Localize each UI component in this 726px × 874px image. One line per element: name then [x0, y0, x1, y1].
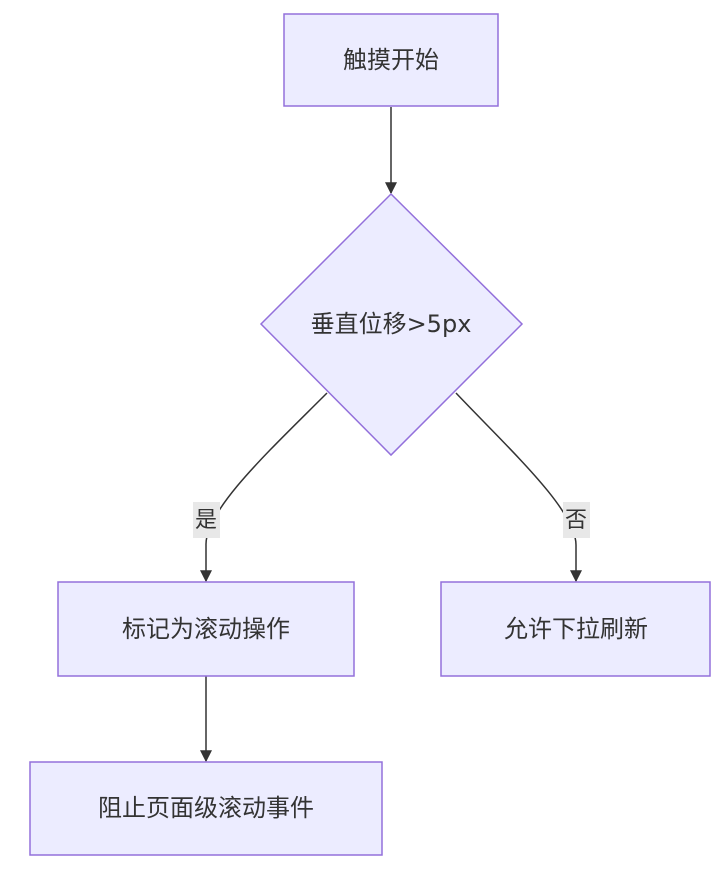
node-touch-start: 触摸开始 — [283, 13, 499, 107]
edge-label-yes-text: 是 — [195, 508, 217, 533]
node-mark-scroll: 标记为滚动操作 — [57, 581, 355, 677]
node-allow-refresh-box — [440, 581, 711, 677]
edge-decision-to-mark-scroll — [200, 392, 328, 583]
edge-decision-to-allow-refresh — [455, 392, 582, 583]
edge-label-yes: 是 — [193, 502, 220, 538]
node-vertical-check: 垂直位移>5px — [259, 192, 524, 457]
edge-label-yes-bg — [193, 502, 220, 538]
edge-label-no-text: 否 — [565, 508, 587, 533]
node-block-scroll: 阻止页面级滚动事件 — [29, 761, 383, 856]
node-vertical-check-diamond — [259, 192, 524, 457]
node-allow-refresh-label: 允许下拉刷新 — [504, 615, 648, 643]
edge-label-no-bg — [563, 502, 590, 538]
node-block-scroll-label: 阻止页面级滚动事件 — [98, 794, 314, 822]
edge-label-no: 否 — [563, 502, 590, 538]
node-mark-scroll-box — [57, 581, 355, 677]
node-allow-refresh: 允许下拉刷新 — [440, 581, 711, 677]
node-vertical-check-label: 垂直位移>5px — [311, 310, 472, 338]
node-mark-scroll-label: 标记为滚动操作 — [122, 615, 290, 643]
node-touch-start-box — [283, 13, 499, 107]
node-touch-start-label: 触摸开始 — [343, 46, 439, 74]
node-block-scroll-box — [29, 761, 383, 856]
